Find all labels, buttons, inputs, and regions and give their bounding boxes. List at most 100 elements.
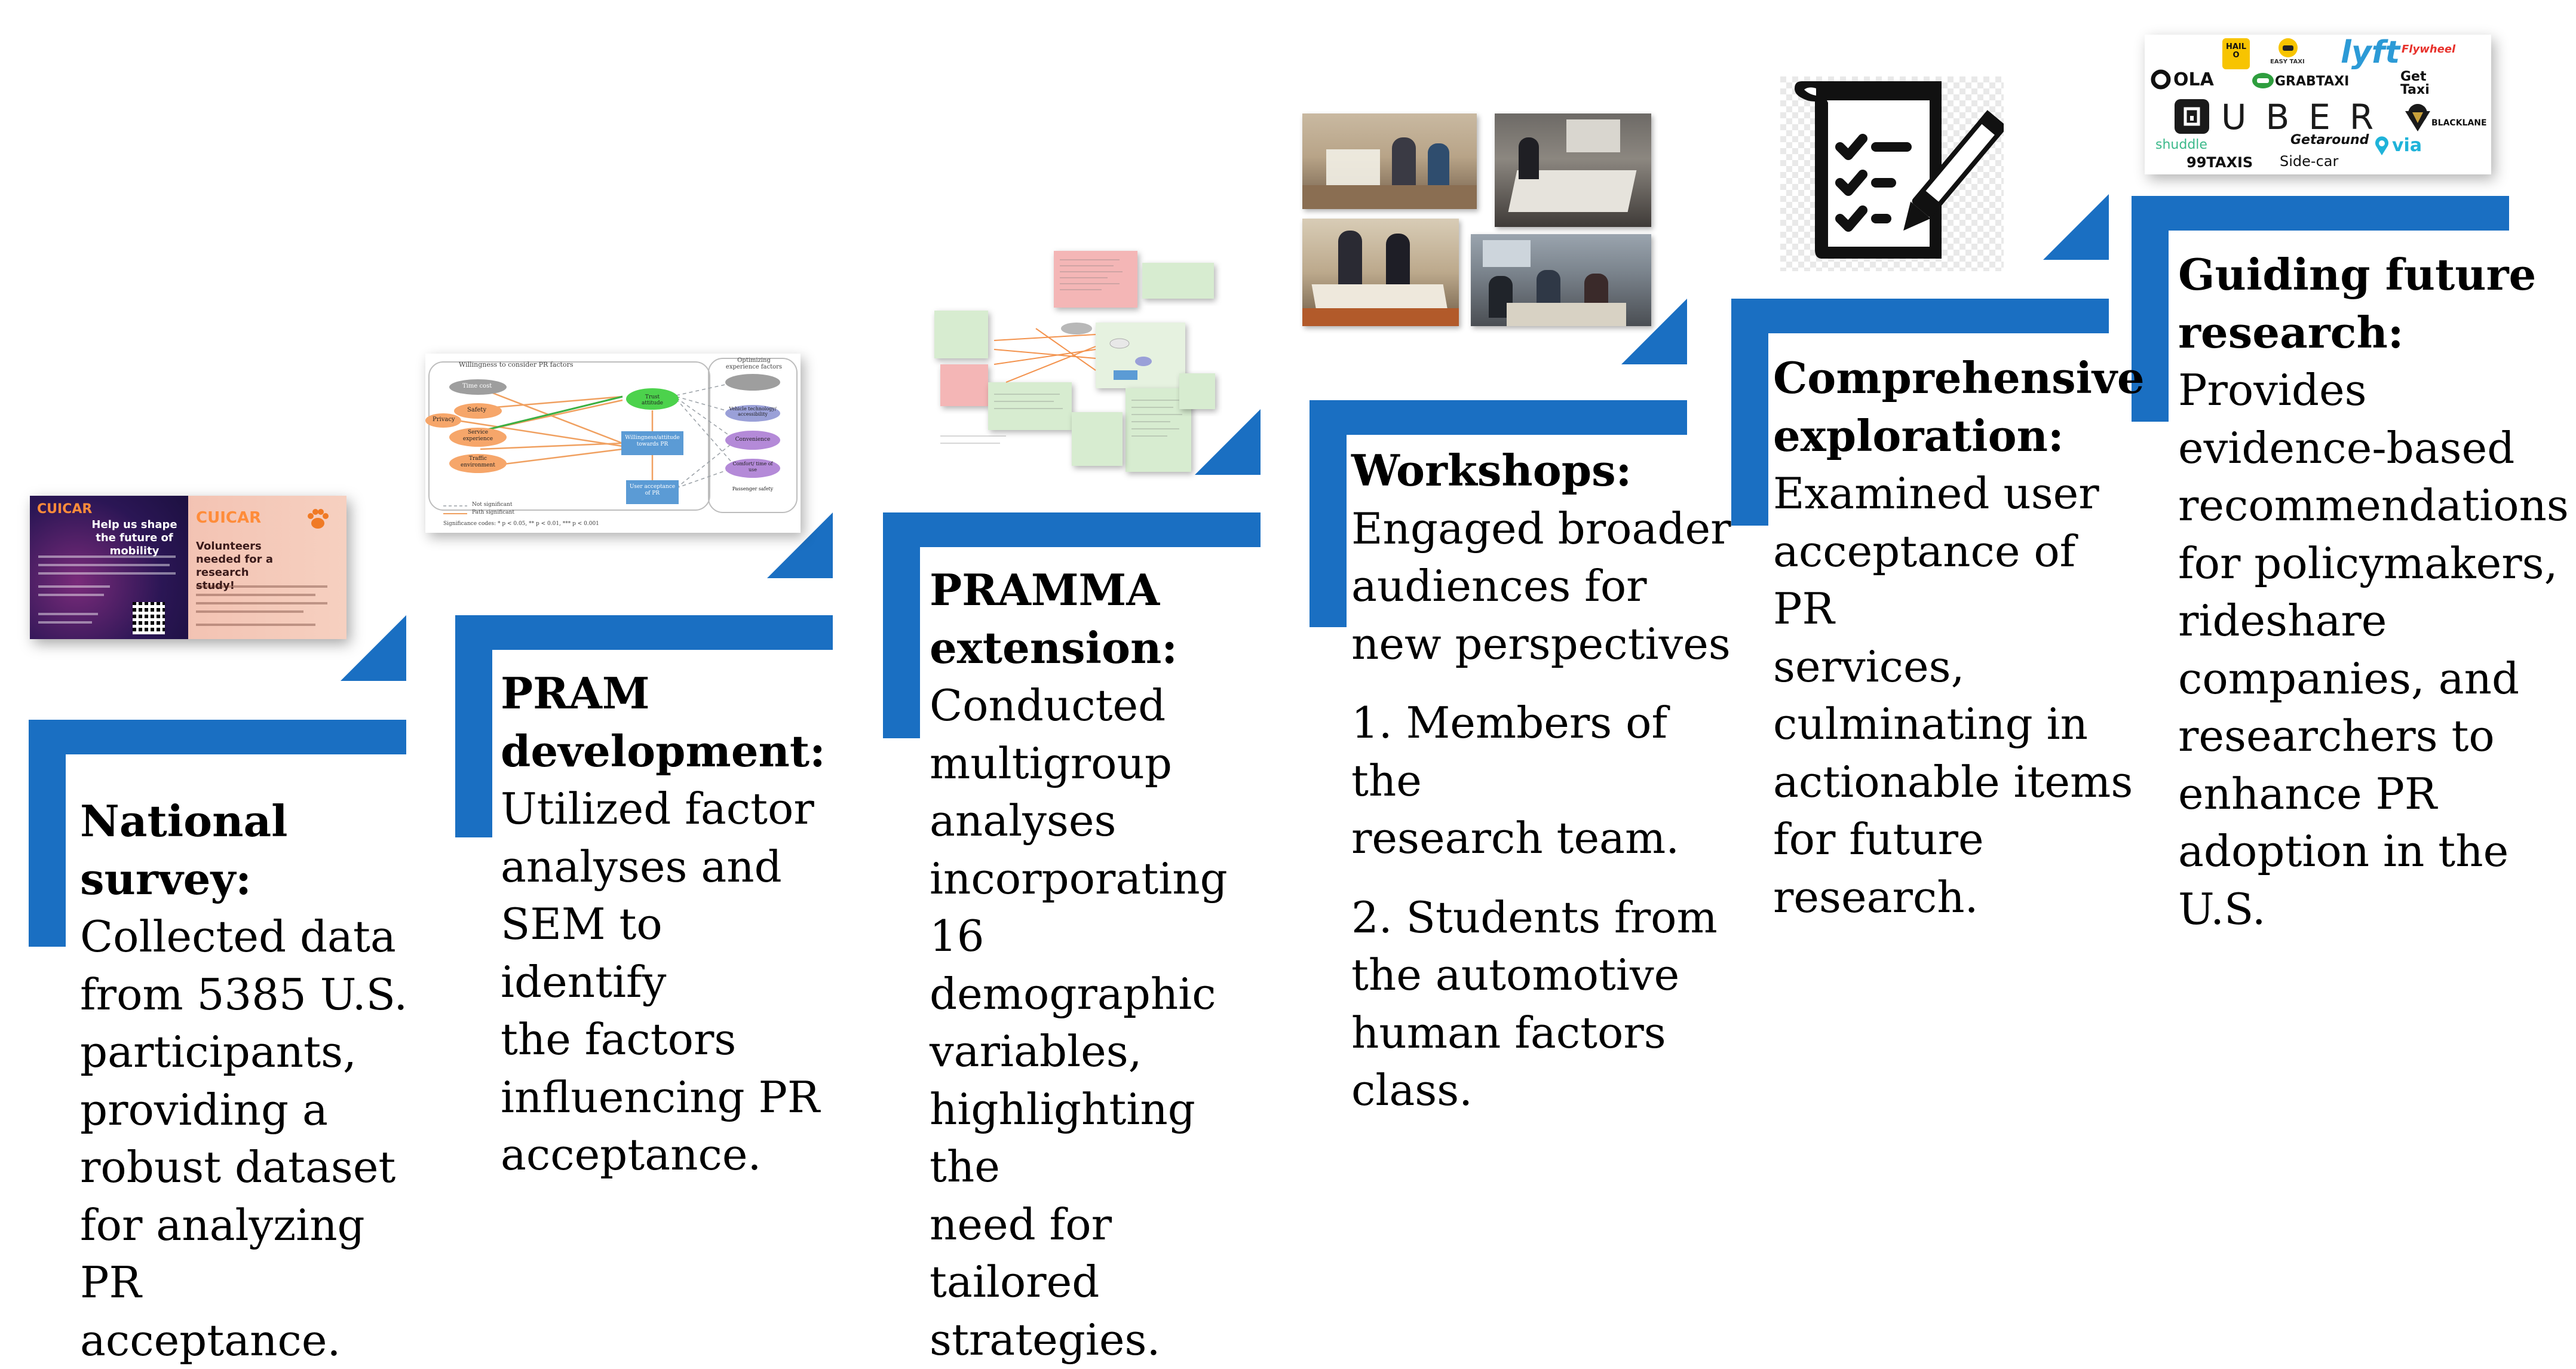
easy-taxi-label: EASY TAXI	[2270, 59, 2305, 65]
step5-title-line: Comprehensive	[1773, 352, 2145, 403]
via-logo: via	[2392, 135, 2422, 156]
step6-body-line: adoption in the	[2178, 826, 2509, 876]
step2-connector-side	[455, 615, 492, 837]
step5-body-line: culminating in	[1773, 699, 2089, 749]
step5-connector-top	[1731, 299, 2109, 333]
ola-logo: OLA	[2173, 69, 2214, 90]
step5-body-line: services,	[1773, 641, 1965, 692]
model-node: Willingness/attitude towards PR	[625, 435, 680, 447]
model-node: Convenience	[735, 437, 771, 443]
survey-flyer-image: CUICAR Help us shape the future of mobil…	[30, 496, 346, 639]
step3-connector-side	[883, 512, 920, 738]
grabtaxi-icon	[2252, 73, 2274, 88]
step2-title-line: PRAM	[501, 668, 650, 719]
step6-body-line: companies, and	[2178, 653, 2520, 704]
step1-title-line: survey:	[80, 853, 252, 904]
model-node: Privacy	[433, 416, 455, 423]
model-node: Time cost	[462, 383, 492, 389]
sidecar-logo: Side-car	[2280, 153, 2339, 170]
step4-body-line: new perspectives	[1351, 618, 1731, 669]
step5-connector-side	[1731, 299, 1768, 526]
flyer-headline: Help us shape the future of mobility	[91, 518, 177, 557]
step5-text: Comprehensive exploration: Examined user…	[1773, 349, 2145, 926]
step4-list-item: the automotive	[1351, 950, 1680, 1000]
step2-body-line: Utilized factor	[501, 784, 814, 834]
step2-body-line: influencing PR	[501, 1072, 820, 1122]
step5-body-line: research.	[1773, 871, 1979, 922]
step6-text: Guiding future research: Provides eviden…	[2178, 246, 2572, 938]
step3-body-line: Conducted	[930, 680, 1166, 730]
step4-connector-top	[1310, 400, 1687, 435]
model-side-title: Optimizing experience factors	[725, 357, 783, 370]
step1-body-line: from 5385 U.S.	[80, 969, 408, 1020]
step1-connector-side	[29, 720, 66, 947]
step2-title-line: development:	[501, 725, 826, 776]
step3-body-line: multigroup	[930, 738, 1172, 788]
pramma-analysis-image	[916, 245, 1251, 502]
step4-list-item: research team.	[1351, 813, 1680, 863]
uber-app-icon	[2175, 99, 2209, 134]
hailo-logo-text: HAIL O	[2225, 42, 2247, 60]
workshop-photo	[1302, 219, 1459, 326]
step5-body-line: for future	[1773, 814, 1984, 864]
step2-body-line: SEM to identify	[501, 899, 667, 1007]
gettaxi-logo: Get Taxi	[2400, 69, 2430, 97]
step3-body-line: strategies.	[930, 1314, 1161, 1365]
model-node: Trust attitude	[642, 394, 663, 406]
step1-text: National survey: Collected data from 538…	[80, 793, 415, 1369]
step1-body-line: Collected data	[80, 911, 396, 962]
step6-body-line: U.S.	[2178, 883, 2266, 934]
step3-text: PRAMMA extension: Conducted multigroup a…	[930, 561, 1276, 1368]
model-node: Passenger safety	[732, 486, 774, 492]
step4-list-item: class.	[1351, 1065, 1473, 1115]
step5-body-line: acceptance of PR	[1773, 526, 2076, 634]
step6-body-line: evidence-based	[2178, 422, 2515, 473]
blacklane-logo: BLACKLANE	[2431, 118, 2487, 128]
flyer-logo-left: CUICAR	[37, 502, 93, 517]
model-node: Traffic environment	[461, 456, 495, 468]
rideshare-logos-image: HAIL O EASY TAXI lyft Flywheel OLA GRABT…	[2145, 35, 2491, 174]
step1-body-line: PR acceptance.	[80, 1257, 341, 1365]
step3-body-line: demographic	[930, 968, 1216, 1019]
model-footer: Significance codes: * p < 0.05, ** p < 0…	[443, 521, 599, 527]
step6-title-line: Guiding future	[2178, 249, 2537, 300]
step3-connector-top	[883, 512, 1261, 547]
flyer-logo-right: CUICAR	[196, 509, 262, 527]
workshop-photo	[1302, 113, 1477, 209]
ola-icon	[2151, 69, 2171, 90]
step1-body-line: robust dataset	[80, 1142, 396, 1192]
step2-text: PRAM development: Utilized factor analys…	[501, 665, 835, 1184]
step1-body-line: participants,	[80, 1027, 357, 1077]
step5-body-line: actionable items	[1773, 756, 2133, 807]
step4-text: Workshops: Engaged broader audiences for…	[1351, 442, 1734, 1119]
step4-body-line: audiences for	[1351, 561, 1647, 611]
step6-body-line: for policymakers,	[2178, 538, 2558, 588]
step1-connector-top	[29, 720, 406, 754]
step3-body-line: need for tailored	[930, 1199, 1112, 1307]
grabtaxi-logo: GRABTAXI	[2275, 74, 2350, 89]
model-node: Comfort/ time of use	[732, 461, 773, 472]
step2-body-line: acceptance.	[501, 1129, 762, 1180]
step2-body-line: analyses and	[501, 841, 782, 892]
flyer-right-heading: Volunteers needed for a research study!	[196, 540, 273, 592]
step3-body-line: highlighting the	[930, 1083, 1195, 1192]
blacklane-icon	[2405, 104, 2430, 131]
step6-title-line: research:	[2178, 306, 2404, 358]
step2-connector-top	[455, 615, 833, 650]
model-title: Willingness to consider PR factors	[459, 361, 574, 369]
step5-title-line: exploration:	[1773, 410, 2064, 461]
pram-model-diagram: Willingness to consider PR factors Optim…	[425, 354, 801, 533]
step4-list-item: human factors	[1351, 1007, 1666, 1058]
step3-title-line: PRAMMA	[930, 564, 1160, 615]
shuddle-logo: shuddle	[2155, 137, 2207, 152]
model-node: Vehicle technology/ accessibility	[729, 406, 777, 417]
step4-title-line: Workshops:	[1351, 445, 1632, 496]
step6-connector-side	[2132, 196, 2169, 422]
step5-body-line: Examined user	[1773, 468, 2099, 518]
flywheel-logo: Flywheel	[2402, 43, 2456, 56]
location-pin-icon	[2375, 136, 2388, 155]
model-node: Service experience	[462, 429, 493, 442]
step6-body-line: enhance PR	[2178, 768, 2437, 819]
step1-body-line: providing a	[80, 1084, 328, 1135]
step6-body-line: rideshare	[2178, 596, 2387, 646]
